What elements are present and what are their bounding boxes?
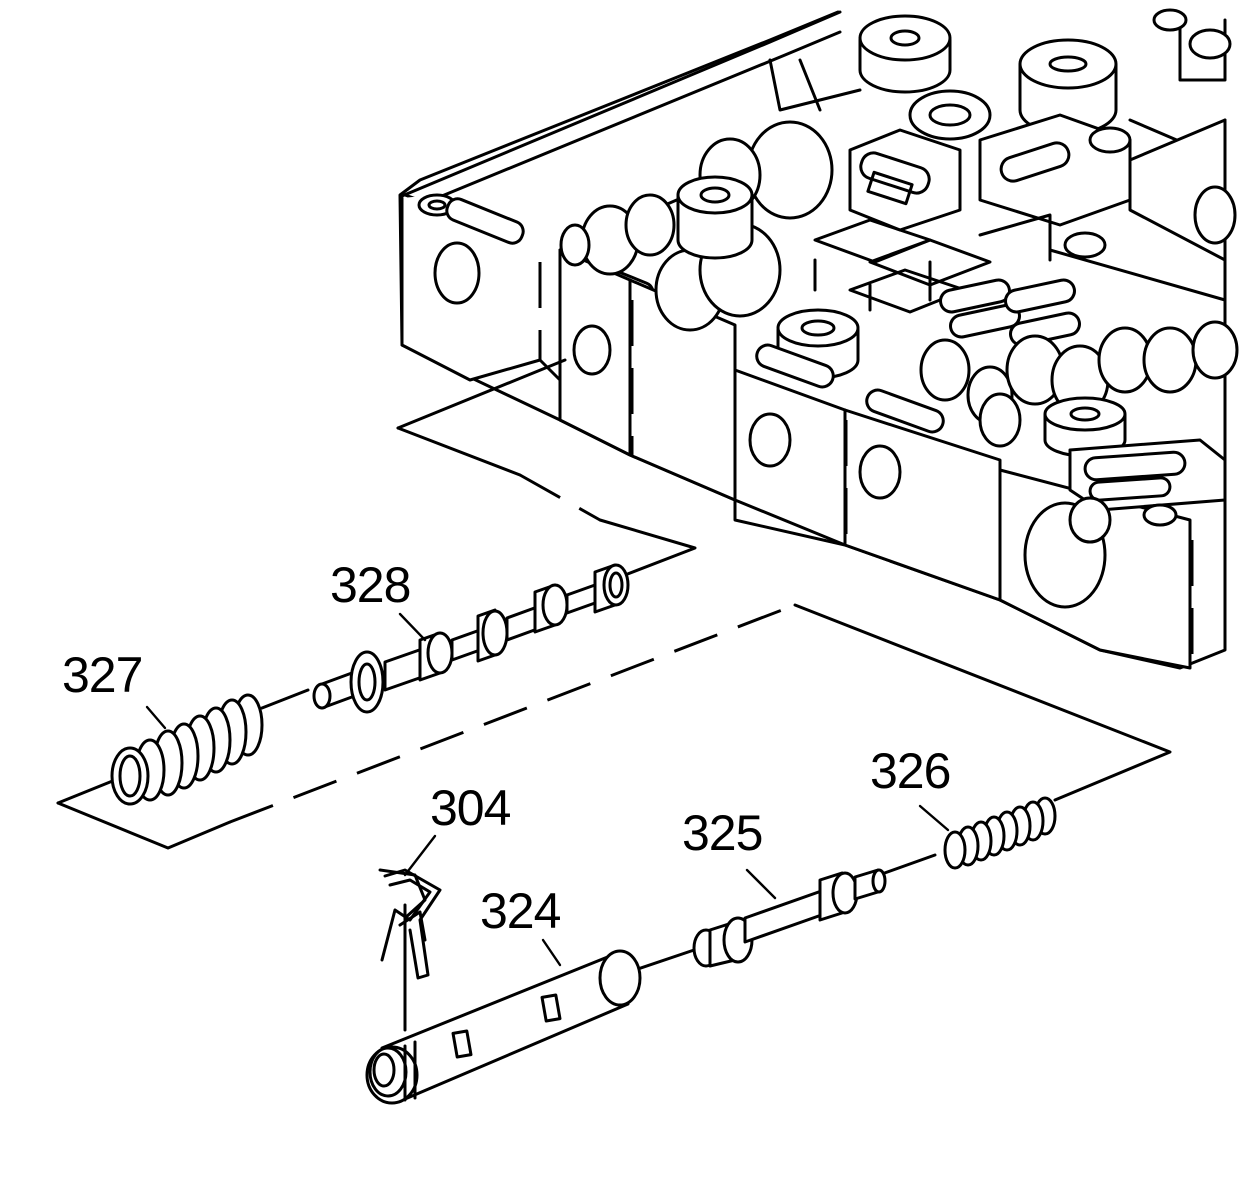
spring-327: [110, 693, 264, 806]
callout-328-label: 328: [330, 557, 411, 613]
valve-body-casting: [398, 8, 1239, 670]
sleeve-324: [365, 949, 642, 1105]
dashed-alignment-lines: [229, 473, 796, 824]
callout-327-label: 327: [62, 647, 143, 703]
callout-304-label: 304: [430, 780, 511, 836]
clip-304: [378, 868, 442, 980]
valve-328: [312, 563, 630, 714]
callout-324-label: 324: [480, 883, 561, 939]
callout-326-label: 326: [870, 743, 951, 799]
spring-326: [943, 796, 1057, 870]
callout-leaders: [145, 612, 950, 967]
alignment-lines: [56, 358, 1172, 1032]
valve-325: [692, 868, 887, 968]
callout-325-label: 325: [682, 805, 763, 861]
